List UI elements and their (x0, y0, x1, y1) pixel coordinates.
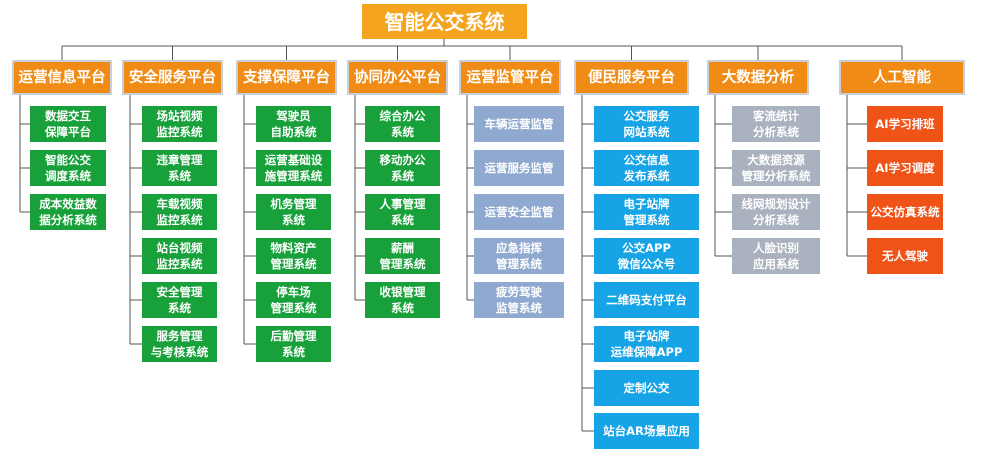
system-node: 停车场 管理系统 (256, 282, 331, 318)
system-node: AI学习排班 (867, 106, 943, 142)
system-node: 疲劳驾驶 监管系统 (474, 282, 564, 318)
system-node: 收银管理 系统 (365, 282, 440, 318)
system-node: 站台视频 监控系统 (142, 238, 217, 274)
system-node: 服务管理 与考核系统 (142, 326, 217, 362)
system-node: 违章管理 系统 (142, 150, 217, 186)
system-node: 后勤管理 系统 (256, 326, 331, 362)
system-node: 物料资产 管理系统 (256, 238, 331, 274)
system-node: 综合办公 系统 (365, 106, 440, 142)
system-node: 应急指挥 管理系统 (474, 238, 564, 274)
system-node: 公交APP 微信公众号 (594, 238, 699, 274)
system-node: 人事管理 系统 (365, 194, 440, 230)
system-node: 数据交互 保障平台 (30, 106, 106, 142)
system-node: 公交服务 网站系统 (594, 106, 699, 142)
category-header: 安全服务平台 (122, 60, 223, 95)
system-node: 机务管理 系统 (256, 194, 331, 230)
system-node: 公交信息 发布系统 (594, 150, 699, 186)
system-node: 安全管理 系统 (142, 282, 217, 318)
category-header: 便民服务平台 (574, 60, 689, 95)
system-node: 站台AR场景应用 (594, 413, 699, 449)
system-node: 运营服务监管 (474, 150, 564, 186)
system-node: 线网规划设计 分析系统 (732, 194, 820, 230)
system-node: 车载视频 监控系统 (142, 194, 217, 230)
system-node: 运营基础设 施管理系统 (256, 150, 331, 186)
category-header: 支撑保障平台 (236, 60, 337, 95)
system-node: 电子站牌 管理系统 (594, 194, 699, 230)
system-node: 二维码支付平台 (594, 282, 699, 318)
system-node: 电子站牌 运维保障APP (594, 326, 699, 362)
system-node: 移动办公 系统 (365, 150, 440, 186)
chart-title: 智能公交系统 (362, 4, 527, 39)
system-node: 定制公交 (594, 370, 699, 406)
category-header: 运营信息平台 (12, 60, 112, 95)
system-node: 大数据资源 管理分析系统 (732, 150, 820, 186)
system-node: 薪酬 管理系统 (365, 238, 440, 274)
system-node: 智能公交 调度系统 (30, 150, 106, 186)
system-node: 成本效益数 据分析系统 (30, 194, 106, 230)
system-node: AI学习调度 (867, 150, 943, 186)
category-header: 协同办公平台 (347, 60, 448, 95)
category-header: 运营监管平台 (459, 60, 561, 95)
category-header: 人工智能 (839, 60, 965, 95)
system-node: 公交仿真系统 (867, 194, 943, 230)
category-header: 大数据分析 (707, 60, 809, 95)
system-node: 场站视频 监控系统 (142, 106, 217, 142)
system-node: 人脸识别 应用系统 (732, 238, 820, 274)
system-node: 无人驾驶 (867, 238, 943, 274)
system-node: 车辆运营监管 (474, 106, 564, 142)
system-node: 客流统计 分析系统 (732, 106, 820, 142)
system-node: 驾驶员 自助系统 (256, 106, 331, 142)
system-node: 运营安全监管 (474, 194, 564, 230)
